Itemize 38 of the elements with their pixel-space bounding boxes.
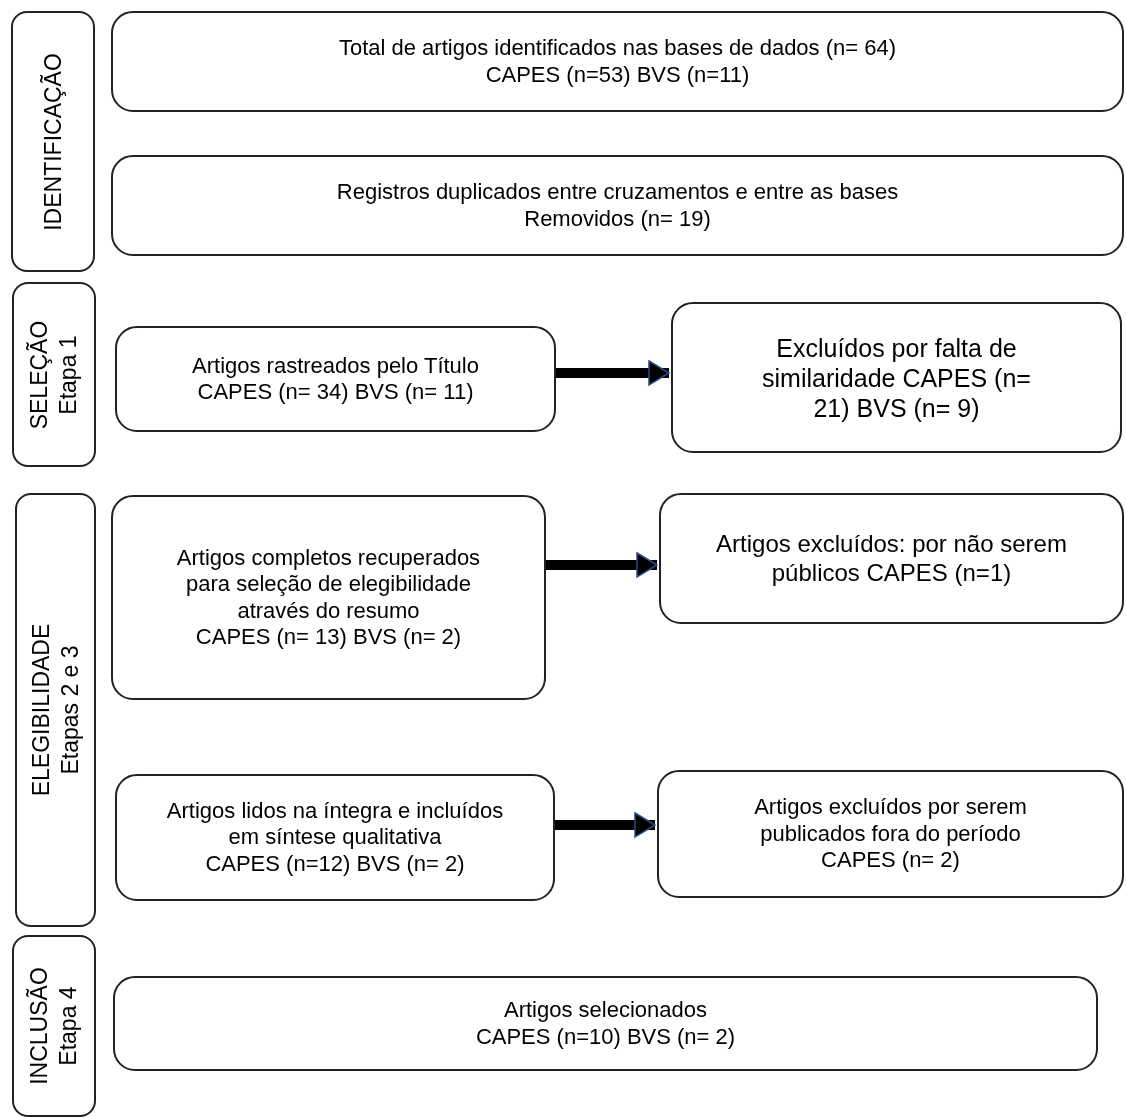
step-text: CAPES (n=10) BVS (n= 2) [475,1023,736,1050]
step-text: CAPES (n=12) BVS (n= 2) [205,850,465,878]
step-text: CAPES (n=53) BVS (n=11) [485,61,750,88]
process-box [113,976,1098,1071]
step-text: CAPES (n= 13) BVS (n= 2) [195,623,462,651]
step-text: Artigos completos recuperados para seleção de elegibilidade através do resumo [175,544,482,624]
step-text: Total de artigos identificados nas bases de dados (n= 64) [338,35,897,62]
phase-title: INCLUSÃO [25,967,54,1085]
step-text: Registros duplicados entre cruzamentos e entre as bases [336,179,899,206]
phase-title: ELEGIBILIDADE [26,623,55,797]
stage-label: Etapa 4 [54,986,82,1066]
step-text: Artigos rastreados pelo Título [192,352,479,379]
step-text: Artigos selecionados [504,997,707,1024]
step-text: Artigos excluídos: por não serem públicos CAPES (n=1) [715,529,1068,588]
process-box [657,770,1124,898]
phase-title: SELEÇÃO [25,320,54,429]
stage-label: Etapas 2 e 3 [55,645,84,775]
arrow [546,552,658,578]
process-box [111,495,546,700]
process-box [115,774,555,901]
phase-box [11,11,95,272]
phase-box [12,282,96,467]
phase-box [15,493,96,927]
process-box [659,493,1124,624]
step-text: CAPES (n= 34) BVS (n= 11) [197,379,474,406]
step-text: Artigos excluídos por serem publicados fora do período CAPES (n= 2) [753,794,1028,874]
stage-label: Etapa 1 [54,334,82,415]
process-box [111,11,1124,112]
arrow [555,812,656,838]
process-box [671,302,1122,453]
step-text: Artigos lidos na íntegra e incluídos em síntese qualitativa [165,797,505,851]
phase-box [12,935,96,1117]
process-box [115,326,556,432]
arrow [556,360,670,386]
process-box [111,155,1124,256]
step-text: Removidos (n= 19) [524,205,711,232]
step-text: Excluídos por falta de similaridade CAPES (n= 21) BVS (n= 9) [761,332,1032,423]
phase-title: IDENTIFICAÇÃO [38,52,67,231]
